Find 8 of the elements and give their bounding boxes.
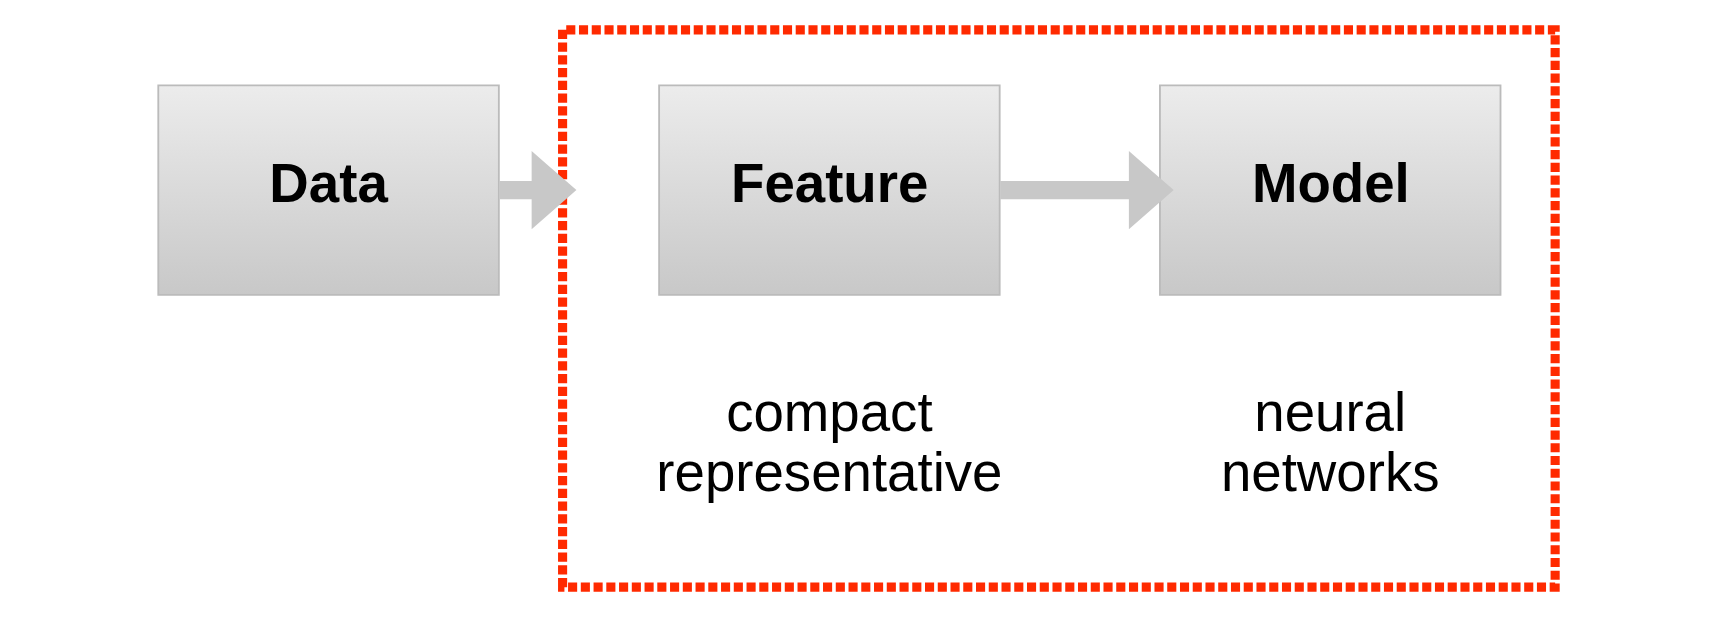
- arrow: [498, 150, 576, 230]
- node-box: Model: [1158, 84, 1501, 296]
- node-box: Data: [156, 84, 500, 296]
- node-label: neural networks: [1220, 381, 1440, 503]
- cluster: [557, 25, 1560, 592]
- arrow: [999, 150, 1174, 230]
- node-label: compact representative: [655, 381, 1002, 503]
- node-box: Feature: [657, 84, 1001, 296]
